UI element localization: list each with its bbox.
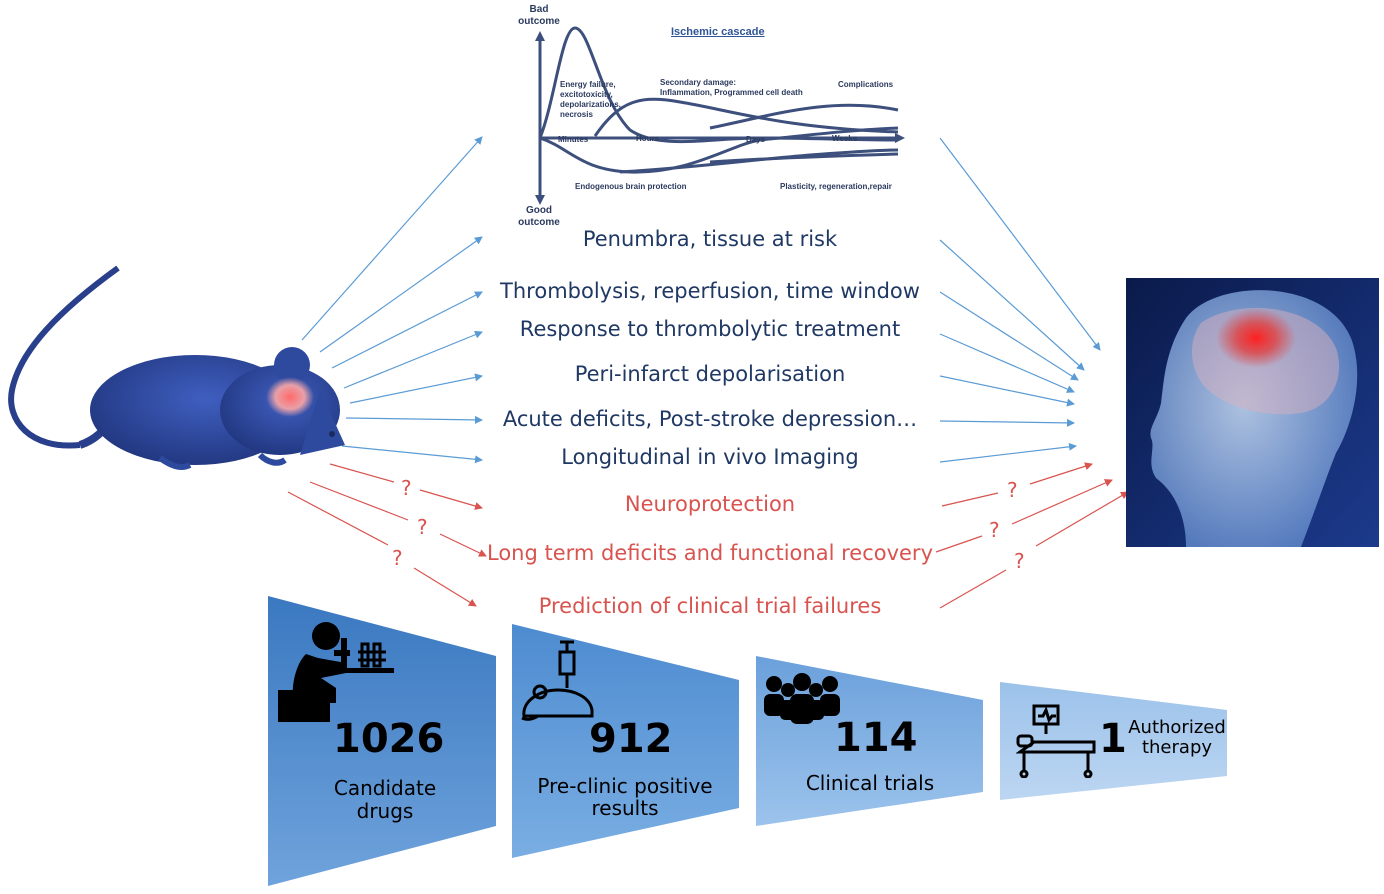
topic-neuroprotection: Neuroprotection	[624, 492, 796, 516]
authorized-therapy-label-2: therapy	[1141, 737, 1213, 758]
clinical-trials-count: 114	[834, 715, 918, 761]
topic-long-term-deficits: Long term deficits and functional recove…	[487, 541, 933, 565]
question-mark: ?	[1007, 478, 1018, 502]
question-mark: ?	[1014, 549, 1025, 573]
authorized-therapy-label-1: Authorized	[1128, 717, 1226, 738]
plasticity-label: Plasticity, regeneration,repair	[780, 182, 892, 191]
topic-thrombolytic-response: Response to thrombolytic treatment	[519, 317, 901, 341]
time-label-weeks: Weeks	[832, 134, 858, 143]
cascade-curves	[535, 26, 905, 205]
topic-trial-failure-prediction: Prediction of clinical trial failures	[538, 594, 882, 618]
red-arrows-right	[935, 462, 1129, 609]
secondary-damage-label: Secondary damage:	[660, 78, 737, 87]
mouse-syringe-icon	[521, 640, 594, 721]
red-arrows-left	[287, 463, 487, 607]
human-brain-image	[1126, 278, 1379, 547]
hospital-bed-icon	[1016, 704, 1096, 778]
cascade-title: Ischemic cascade	[671, 26, 765, 38]
blue-arrows-left	[301, 136, 483, 464]
question-mark: ?	[989, 518, 1000, 542]
topic-peri-infarct: Peri-infarct depolarisation	[574, 362, 846, 386]
candidate-drugs-label-2: drugs	[356, 799, 414, 823]
people-group-icon	[764, 673, 840, 724]
funnel-stage-2	[512, 624, 739, 858]
clinical-trials-label: Clinical trials	[805, 771, 935, 795]
researcher-microscope-icon	[278, 622, 394, 722]
ischemic-cascade-diagram: Ischemic cascade Bad outcome Good outcom…	[510, 0, 910, 232]
preclinic-positive-label-1: Pre-clinic positive	[537, 774, 713, 798]
question-mark: ?	[392, 546, 403, 570]
inflammation-label: Inflammation, Programmed cell death	[660, 88, 803, 97]
time-label-hours: Hours	[636, 134, 660, 143]
preclinic-positive-count: 912	[589, 716, 673, 762]
bad-outcome-label: Bad outcome	[518, 4, 560, 27]
time-label-days: Days	[746, 135, 766, 144]
energy-failure-label: Energy failure, excitotoxicity, depolari…	[560, 80, 621, 119]
blue-arrows-right	[939, 137, 1101, 463]
endogenous-protection-label: Endogenous brain protection	[575, 182, 687, 191]
good-outcome-label: Good outcome	[518, 205, 560, 228]
preclinic-positive-label-2: results	[591, 796, 659, 820]
topic-imaging: Longitudinal in vivo Imaging	[561, 445, 859, 469]
question-mark: ?	[401, 476, 412, 500]
authorized-therapy-count: 1	[1099, 716, 1127, 762]
topic-penumbra: Penumbra, tissue at risk	[582, 227, 838, 251]
question-mark: ?	[417, 515, 428, 539]
complications-label: Complications	[838, 80, 894, 89]
time-label-minutes: Minutes	[558, 135, 589, 144]
topic-thrombolysis: Thrombolysis, reperfusion, time window	[500, 279, 920, 303]
topic-acute-deficits: Acute deficits, Post-stroke depression…	[502, 407, 918, 431]
candidate-drugs-count: 1026	[333, 716, 445, 762]
candidate-drugs-label-1: Candidate	[333, 776, 437, 800]
mouse-illustration	[8, 265, 345, 470]
